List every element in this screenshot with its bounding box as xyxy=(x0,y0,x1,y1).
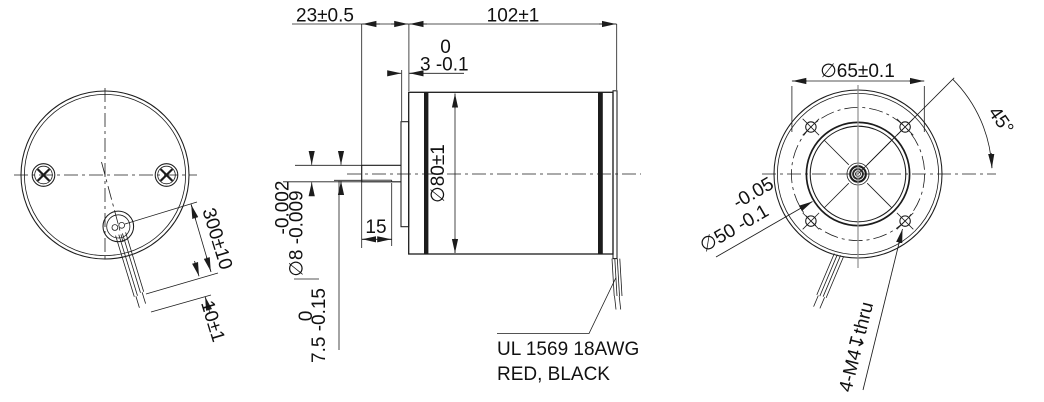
dim-flat-height-text: 7.5 -0.15 xyxy=(309,288,330,363)
mounting-holes xyxy=(802,118,914,230)
front-view: ∅65±0.1 45° -0.05 ∅50 -0.1 4-M4↧thru xyxy=(697,61,1018,394)
rear-view: 300±10 10±1 xyxy=(14,88,236,345)
dimension-lengths: 23±0.5 102±1 xyxy=(292,6,618,248)
lead-wires xyxy=(115,232,146,308)
dim-shaft-tol-upper-text: -0.002 xyxy=(273,181,294,235)
dim-pilot-diameter-text: ∅50 -0.1 xyxy=(697,201,773,257)
wire-strip-tip xyxy=(141,292,146,304)
leader-line xyxy=(497,277,617,334)
wire-strip-tip xyxy=(135,296,140,308)
shaft xyxy=(361,164,401,183)
mounting-hole xyxy=(802,118,820,136)
wire-grommet xyxy=(102,210,135,243)
rear-ring-band xyxy=(598,92,603,254)
rear-screw-right xyxy=(154,163,179,187)
lead-colors-text: RED, BLACK xyxy=(497,364,610,385)
mounting-hole xyxy=(802,212,820,230)
rear-lead-wires xyxy=(611,258,623,310)
dim-wire-length-text: 300±10 xyxy=(197,206,236,273)
dim-boss-tol-upper-text: 0 xyxy=(440,37,451,58)
mounting-hole xyxy=(896,118,914,136)
dim-body-length-text: 102±1 xyxy=(487,6,540,27)
dimension-flat-length: 15 xyxy=(361,183,393,246)
mounting-hole xyxy=(896,212,914,230)
dim-hole-angle-text: 45° xyxy=(984,103,1018,139)
dimension-boss-thickness: 0 3 -0.1 xyxy=(387,37,469,121)
lead-wire-callout: UL 1569 18AWG RED, BLACK xyxy=(497,277,639,385)
front-lead-wires xyxy=(813,253,844,309)
cross-diagonals xyxy=(824,77,955,208)
dim-strip-length-text: 10±1 xyxy=(196,298,228,344)
dimension-pilot: -0.05 ∅50 -0.1 xyxy=(697,173,813,258)
dimension-body-diameter: ∅80±1 xyxy=(428,93,459,253)
dimension-wire-length: 300±10 xyxy=(124,201,236,295)
grommet-centerline xyxy=(101,161,124,243)
dim-boss-thickness-text: 3 -0.1 xyxy=(420,55,469,76)
dim-bolt-circle-text: ∅65±0.1 xyxy=(820,61,895,82)
dimension-bolt-circle: ∅65±0.1 xyxy=(791,61,925,132)
front-ring-band xyxy=(424,92,429,254)
dimension-hole-angle: 45° xyxy=(952,79,1018,169)
dim-body-diameter-text: ∅80±1 xyxy=(428,144,449,203)
rear-screw-left xyxy=(31,163,56,187)
dim-shaft-diameter-text: ∅8 -0.009 xyxy=(287,190,308,276)
dim-mounting-holes-text: 4-M4↧thru xyxy=(835,300,878,394)
lead-spec-text: UL 1569 18AWG xyxy=(497,339,639,360)
dim-flat-length-text: 15 xyxy=(365,217,386,238)
side-view: 23±0.5 102±1 0 3 -0.1 ∅80±1 15 xyxy=(273,6,641,385)
dim-flat-tol-upper-text: 0 xyxy=(296,311,317,322)
dimension-shaft-diameter: -0.002 ∅8 -0.009 0 7.5 -0.15 xyxy=(273,150,362,363)
dim-shaft-extension-text: 23±0.5 xyxy=(296,6,354,27)
